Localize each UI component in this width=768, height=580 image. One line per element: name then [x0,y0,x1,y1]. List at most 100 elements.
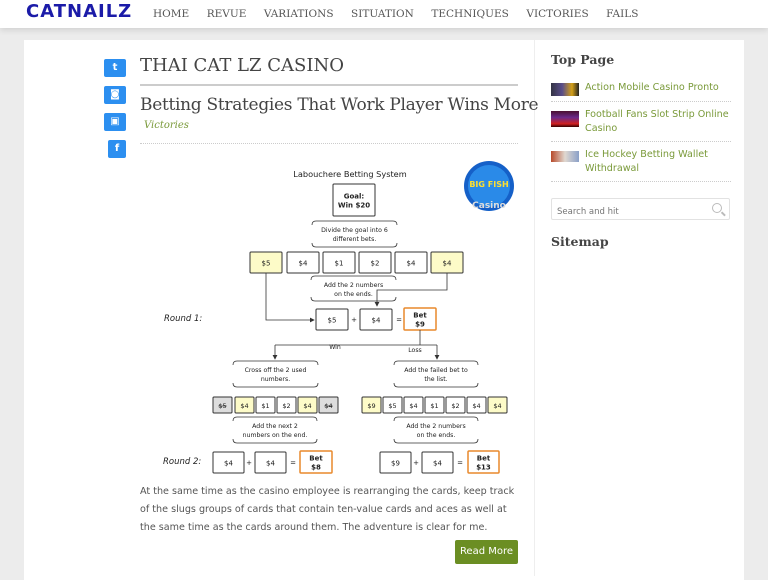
loss-list-item-label: $2 [451,402,459,410]
top-page-link[interactable]: Football Fans Slot Strip Online Casino [585,109,729,134]
post-excerpt: At the same time as the casino employee … [140,486,515,533]
search-input[interactable] [552,202,702,222]
round-1-bet-label: $9 [415,321,425,329]
title-divider [140,84,518,86]
post-title[interactable]: Betting Strategies That Work Player Wins… [140,95,539,115]
top-page-heading: Top Page [551,52,615,67]
round-2-loss-first-label: $9 [391,460,400,468]
round-2-label: Round 2: [163,457,201,467]
loss-list-item-label: $4 [493,402,501,410]
round-1-bet-label: Bet [413,312,427,320]
add-ends-step-text: on the ends. [334,291,373,298]
big-fish-logo-casino: Casino [472,201,506,211]
win-list-item [297,396,318,414]
loss-list-item [487,396,508,414]
round-1-first [315,308,349,331]
add-failed-step-text: the list. [424,376,447,383]
add-ends-step-2 [393,416,479,444]
add-ends-step-2-text: Add the 2 numbers [406,423,465,430]
round-2-win-bet-label: $8 [311,464,321,472]
divide-step-text: different bets. [333,236,377,243]
search-icon[interactable] [712,203,722,213]
nav-variations[interactable]: VARIATIONS [263,8,334,20]
add-failed-step [393,360,479,388]
plus-sign: + [351,316,357,324]
bet-list-item-label: $4 [299,260,308,268]
round-2-loss-first [379,451,412,474]
win-list-item [212,396,233,414]
round-2-win-bet [299,450,333,474]
list-item[interactable]: Action Mobile Casino Pronto [551,80,731,102]
round-2-loss-second [421,451,454,474]
twitter-icon[interactable]: t [104,59,126,77]
big-fish-logo-text: BIG FISH [469,180,508,189]
top-page-link[interactable]: Action Mobile Casino Pronto [585,82,719,93]
bet-list-item [286,251,320,274]
nav-victories[interactable]: VICTORIES [526,8,589,20]
sidebar-divider [534,40,535,576]
win-list-item [255,396,276,414]
top-page-link[interactable]: Ice Hockey Betting Wallet Withdrawal [585,149,708,174]
equals-sign: = [396,316,402,324]
round-2-win-first-label: $4 [224,460,233,468]
loss-list-item [403,396,424,414]
loss-list-item [466,396,487,414]
round-1-first-label: $5 [328,317,337,325]
round-2-win-bet-label: Bet [309,455,323,463]
main-nav: HOME REVUE VARIATIONS SITUATION TECHNIQU… [153,8,656,20]
site-title: THAI CAT LZ CASINO [140,55,344,76]
nav-revue[interactable]: REVUE [206,8,247,20]
loss-list-item-label: $4 [472,402,480,410]
cross-off-step-text: Cross off the 2 used [245,367,307,374]
next-two-step [232,416,318,444]
instagram-icon[interactable]: ◙ [104,86,126,104]
youtube-icon[interactable]: ▣ [104,113,126,131]
thumbnail-image [551,83,579,96]
win-list-item-label: $1 [261,402,269,410]
sitemap-heading: Sitemap [551,234,609,249]
win-list-item-label: $2 [282,402,290,410]
bet-list-item [322,251,356,274]
site-logo[interactable]: CATNAILZ [26,1,133,22]
loss-label: Loss [408,347,422,354]
list-item[interactable]: Football Fans Slot Strip Online Casino [551,107,731,142]
loss-list-item [445,396,466,414]
arrow-left-end [265,273,315,323]
list-item[interactable]: Ice Hockey Betting Wallet Withdrawal [551,147,731,182]
loss-list-item-label: $9 [367,402,375,410]
bet-list-item-label: $1 [335,260,344,268]
round-2-win-second-label: $4 [266,460,275,468]
goal-box-label: Goal: [344,193,365,201]
loss-list-item-label: $4 [409,402,417,410]
goal-box [332,183,376,217]
plus-sign: + [413,459,419,467]
bet-list-item-label: $2 [371,260,380,268]
round-2-loss-bet-label: Bet [477,455,491,463]
thumbnail-image [551,151,579,162]
win-list-item-label: $4 [240,402,248,410]
loss-list-item [382,396,403,414]
search-box [551,198,730,222]
nav-techniques[interactable]: TECHNIQUES [431,8,509,20]
bet-list-item [394,251,428,274]
plus-sign: + [246,459,252,467]
loss-list-item [361,396,382,414]
bet-list-item-label: $5 [262,260,271,268]
win-list-item [276,396,297,414]
bet-list-item-label: $4 [407,260,416,268]
thumbnail-image [551,111,579,127]
arrow-right-end [374,273,448,307]
next-two-step-text: numbers on the end. [243,432,308,439]
big-fish-logo-inner [468,165,510,207]
win-list-item [234,396,255,414]
facebook-icon[interactable]: f [108,140,126,158]
diagram-title: Labouchere Betting System [293,169,406,179]
bet-list-item-label: $4 [443,260,452,268]
read-more-button[interactable]: Read More [455,540,518,564]
nav-fails[interactable]: FAILS [606,8,639,20]
nav-home[interactable]: HOME [153,8,190,20]
post-category[interactable]: Victories [144,120,189,131]
round-2-win-first [212,451,245,474]
nav-situation[interactable]: SITUATION [351,8,414,20]
